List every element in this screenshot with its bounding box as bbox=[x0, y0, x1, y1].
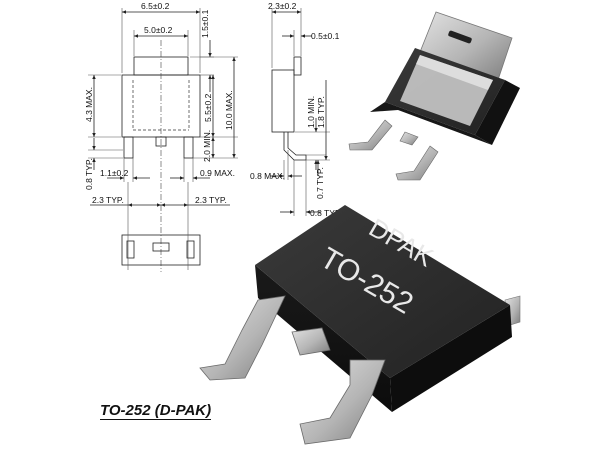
dim-lead-gap: 0.9 MAX. bbox=[200, 168, 235, 178]
dim-side-thickness: 2.3±0.2 bbox=[268, 1, 297, 11]
dim-tab-height: 1.5±0.1 bbox=[200, 9, 210, 38]
front-view: 6.5±0.2 5.0±0.2 1.5±0.1 5.5±0.2 10.0 MAX… bbox=[84, 1, 238, 272]
large-lead-center bbox=[291, 327, 331, 356]
front-lead-right bbox=[183, 136, 194, 159]
dim-pitch-right: 2.3 TYP. bbox=[195, 195, 227, 205]
dim-tab-width: 5.0±0.2 bbox=[144, 25, 173, 35]
small-lead-right bbox=[395, 145, 439, 181]
caption: TO-252 (D-PAK) bbox=[100, 402, 212, 420]
dim-total-height: 10.0 MAX. bbox=[224, 90, 234, 130]
package-3d-large: DPAK TO-252 bbox=[199, 205, 521, 445]
dim-width-overall: 6.5±0.2 bbox=[141, 1, 170, 11]
dim-side-lead-bend: 0.7 TYP. bbox=[315, 167, 325, 199]
dim-top-height: 4.3 MAX. bbox=[84, 87, 94, 122]
package-3d-small bbox=[348, 11, 520, 181]
dim-lead-width: 1.1±0.2 bbox=[100, 168, 129, 178]
large-lead-right bbox=[299, 359, 386, 445]
side-body bbox=[271, 69, 295, 133]
side-lead bbox=[283, 132, 307, 161]
side-view: 2.3±0.2 0.5±0.1 1.0 MIN. 1.8 TYP. 0.8 MA… bbox=[250, 1, 342, 218]
front-lead-left bbox=[123, 136, 134, 159]
bottom-view bbox=[121, 234, 201, 266]
dim-lead-length: 2.0 MIN. bbox=[202, 130, 212, 162]
dim-side-lead-typ: 1.8 TYP. bbox=[316, 96, 326, 128]
large-lead-left bbox=[199, 295, 286, 381]
small-lead-left bbox=[348, 119, 393, 151]
large-body-top bbox=[255, 205, 510, 378]
dim-side-lead-thickness: 0.8 MAX. bbox=[250, 171, 285, 181]
dim-side-foot-length: 0.8 TYP. bbox=[310, 208, 342, 218]
side-tab bbox=[293, 56, 302, 76]
dim-body-height: 5.5±0.2 bbox=[203, 93, 213, 122]
dim-side-tab-thickness: 0.5±0.1 bbox=[311, 31, 340, 41]
dim-lead-thickness: 0.8 TYP. bbox=[84, 158, 94, 190]
dim-side-lead-min: 1.0 MIN. bbox=[306, 96, 316, 128]
small-lead-center bbox=[399, 131, 419, 146]
dim-pitch-left: 2.3 TYP. bbox=[92, 195, 124, 205]
